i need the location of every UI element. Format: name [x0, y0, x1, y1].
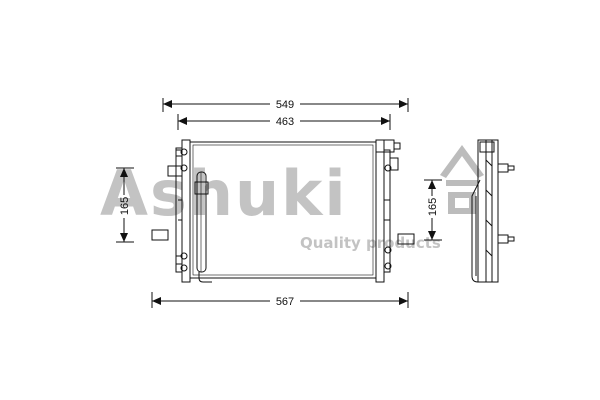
dim-label-core-width: 463: [276, 116, 294, 128]
drier-pipe: [196, 171, 207, 273]
watermark-tagline: Quality products: [300, 234, 441, 252]
dim-label-height-side: 165: [427, 198, 439, 216]
watermark-logo: Ashuki Quality products: [100, 145, 484, 252]
right-tank: [375, 139, 385, 283]
dimension-lines: [116, 98, 442, 308]
condenser-front-view: [151, 139, 415, 283]
dim-label-height-front: 165: [119, 197, 131, 215]
side-core: [477, 139, 499, 283]
watermark-mark-icon: [440, 145, 484, 214]
condenser-side-view: [471, 139, 515, 283]
watermark-brand: Ashuki: [100, 157, 348, 230]
dim-label-total-width: 567: [276, 296, 294, 308]
dim-label-overall-width: 549: [276, 99, 294, 111]
